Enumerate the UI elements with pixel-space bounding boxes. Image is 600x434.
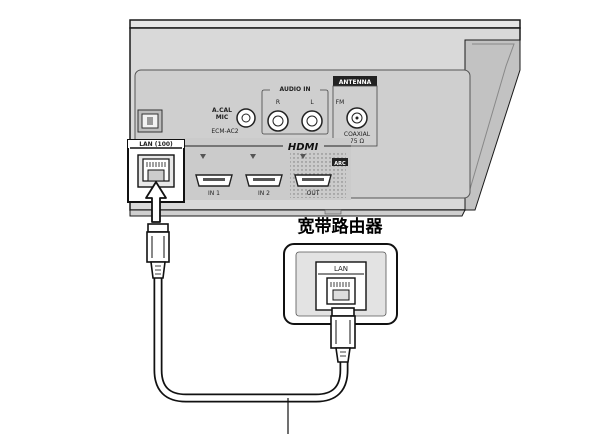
insert-arrow — [145, 181, 167, 223]
router-lan-label: LAN — [334, 265, 348, 273]
ethernet-cable — [153, 276, 349, 434]
antenna-port: ANTENNA FM COAXIAL 75 Ω — [332, 76, 378, 147]
device-lan-port: LAN (100) — [127, 139, 185, 203]
acal-mic-label-line1: A.CAL — [212, 107, 232, 114]
lan-port-label: LAN (100) — [139, 141, 173, 148]
antenna-label: ANTENNA — [339, 79, 372, 86]
router: 宽带路由器 LAN — [283, 216, 398, 325]
hdmi-out-label: OUT — [307, 190, 320, 197]
acal-mic-jack: A.CAL MIC ECM-AC2 — [211, 107, 256, 135]
optical-port — [137, 109, 163, 133]
ecm-ac2-label: ECM-AC2 — [211, 128, 238, 135]
router-title: 宽带路由器 — [298, 216, 384, 237]
hdmi-in1-label: IN 1 — [208, 190, 220, 197]
acal-mic-label-line2: MIC — [216, 114, 229, 121]
cable-plug-left — [146, 223, 170, 279]
coaxial-label-line2: 75 Ω — [350, 138, 365, 145]
audio-in-jacks: AUDIO IN R L — [261, 84, 329, 135]
fm-label: FM — [336, 99, 345, 106]
audio-in-label: AUDIO IN — [280, 86, 311, 93]
hdmi-logo: HDMI — [288, 142, 319, 153]
audio-r-label: R — [276, 99, 280, 106]
hdmi-section: HDMI IN 1 IN 2 OUT ARC — [183, 138, 351, 200]
cable-plug-right — [330, 307, 356, 363]
hdmi-in2-label: IN 2 — [258, 190, 270, 197]
audio-l-label: L — [310, 99, 314, 106]
arc-label: ARC — [334, 161, 346, 167]
coaxial-label-line1: COAXIAL — [344, 131, 371, 138]
